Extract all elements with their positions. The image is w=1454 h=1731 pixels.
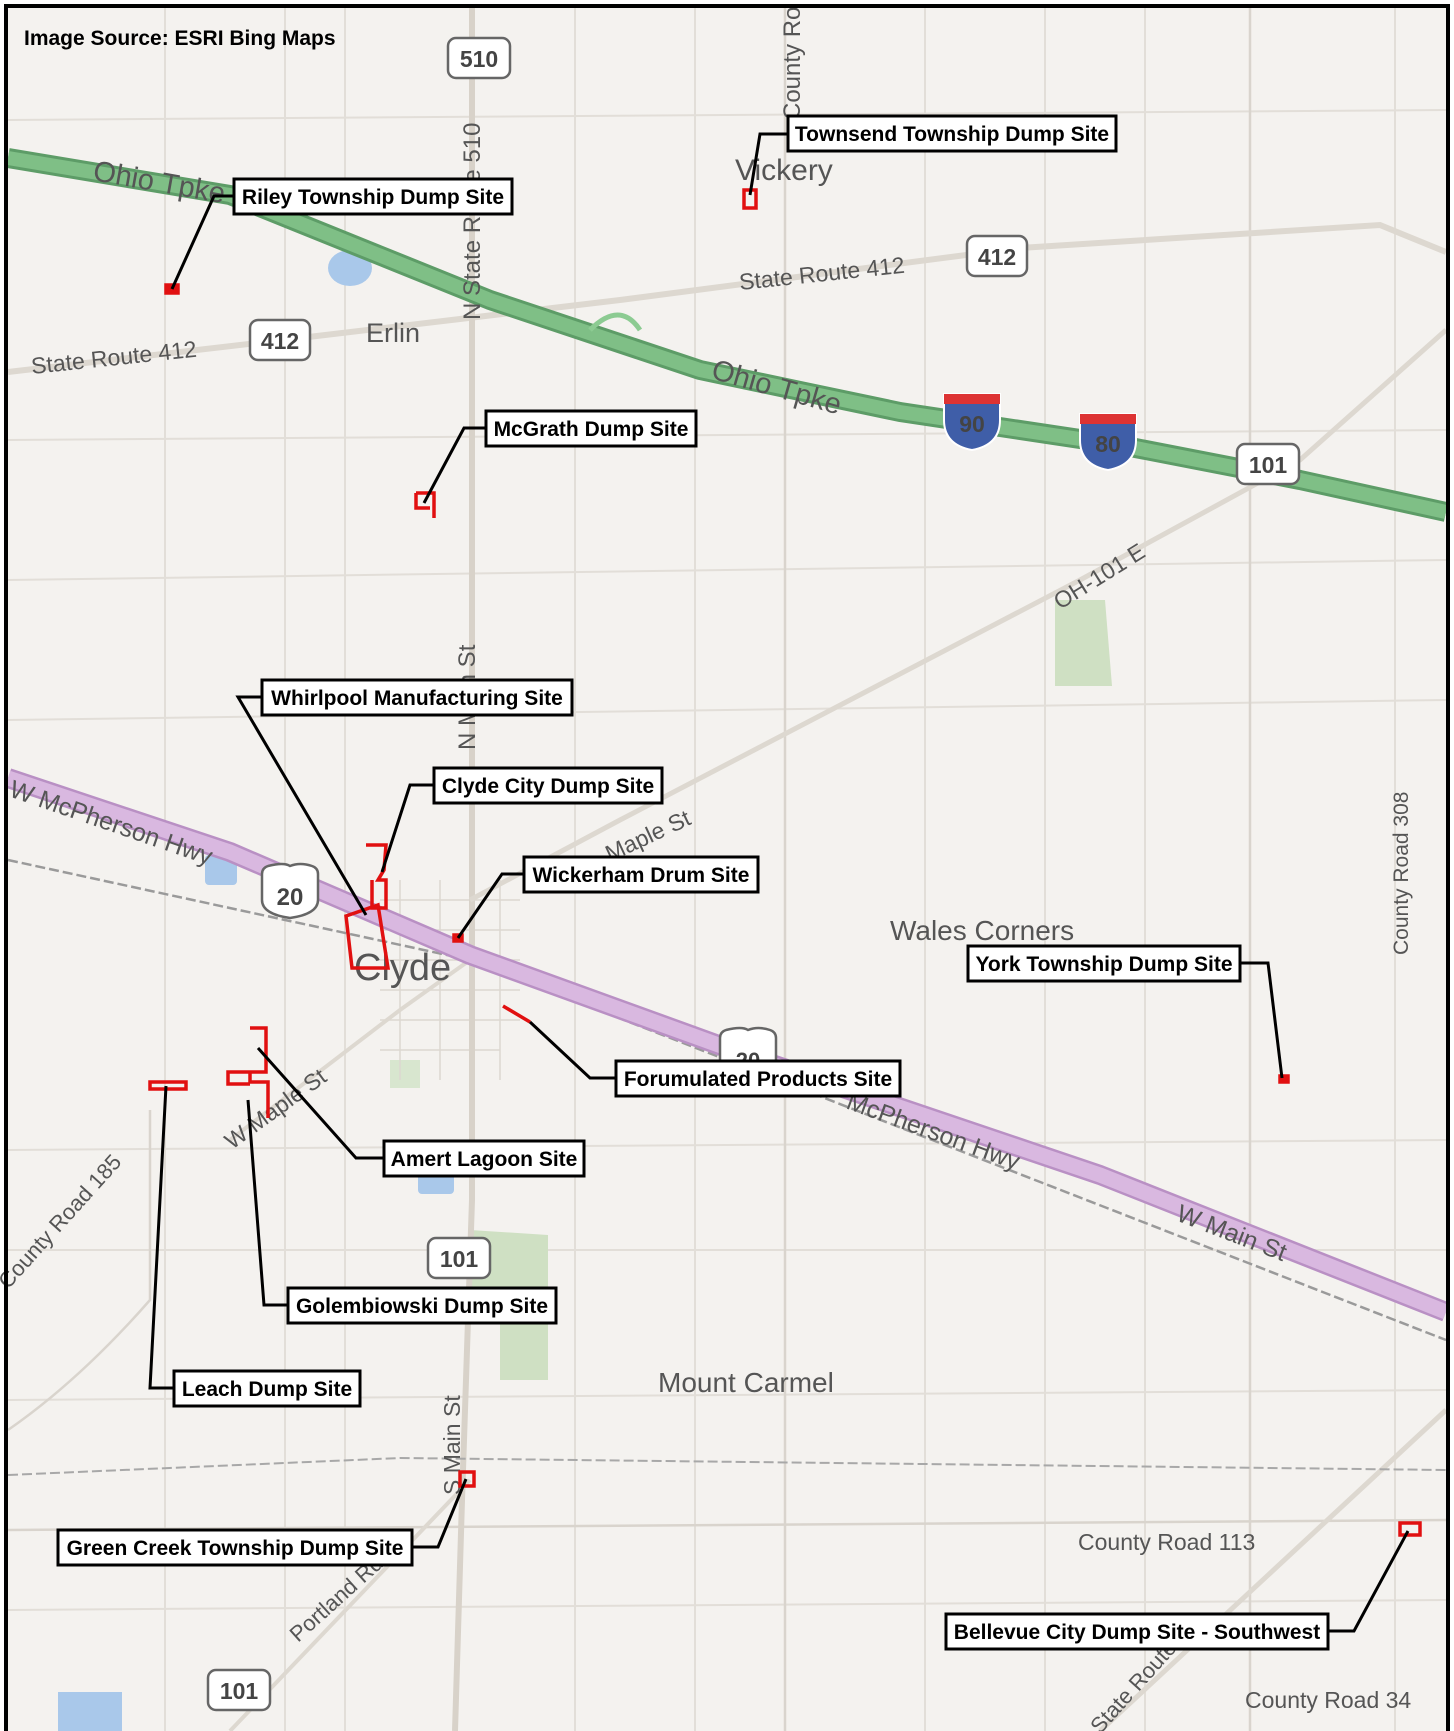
us20-highway [5, 770, 1449, 1319]
leader-green-creek [412, 1478, 468, 1549]
main-street-road [452, 8, 475, 1731]
site-label-townsend-text: Townsend Township Dump Site [795, 123, 1109, 146]
minor-road-grid [7, 8, 1447, 1731]
marker-amert-golembiowski [226, 1026, 270, 1118]
shield-sr412-east-number: 412 [978, 244, 1016, 270]
leader-forumulated [528, 1020, 616, 1080]
leader-golembiowski [246, 1099, 288, 1307]
label-n-state-route-510: N State Route 510 [459, 123, 486, 320]
railroad-main [7, 858, 1447, 1342]
site-label-wickerham: Wickerham Drum Site [522, 855, 760, 894]
w-maple-road [228, 958, 472, 1142]
leader-leach [148, 1085, 174, 1390]
leader-mcgrath [422, 426, 486, 504]
shield-sr510-number: 510 [460, 46, 498, 72]
site-label-golembiowski: Golembiowski Dump Site [286, 1286, 558, 1325]
place-vickery: Vickery [735, 154, 833, 187]
site-label-mcgrath: McGrath Dump Site [484, 409, 698, 448]
site-label-clyde-city: Clyde City Dump Site [432, 766, 664, 805]
oh101-road [468, 328, 1448, 903]
interstate-80-shield-icon: 80 [1079, 413, 1137, 472]
site-label-riley-text: Riley Township Dump Site [242, 186, 504, 209]
site-label-bellevue-text: Bellevue City Dump Site - Southwest [954, 1621, 1320, 1644]
pond-bottom [58, 1692, 122, 1731]
shield-sr412-west-number: 412 [261, 328, 299, 354]
site-label-whirlpool: Whirlpool Manufacturing Site [260, 678, 574, 717]
leader-clyde-city [380, 783, 434, 873]
shield-i90-number: 90 [959, 411, 985, 437]
site-label-york-text: York Township Dump Site [975, 953, 1232, 976]
shield-sr412-east: 412 [965, 234, 1029, 278]
marker-clyde-city [366, 843, 388, 910]
site-label-leach-text: Leach Dump Site [182, 1378, 352, 1401]
shield-us101-ne-number: 101 [1249, 452, 1288, 478]
site-label-whirlpool-text: Whirlpool Manufacturing Site [271, 687, 563, 710]
site-label-amert: Amert Lagoon Site [382, 1139, 586, 1178]
interstate-90-shield-icon: 90 [943, 393, 1001, 452]
leader-bellevue [1328, 1530, 1410, 1633]
marker-leach [148, 1080, 188, 1091]
shield-sr101-bottom: 101 [206, 1668, 272, 1712]
map-border [4, 4, 1450, 1731]
shield-us20-west-number: 20 [277, 884, 304, 911]
site-label-green-creek: Green Creek Township Dump Site [56, 1528, 414, 1567]
leader-amert [256, 1047, 384, 1160]
site-label-townsend: Townsend Township Dump Site [786, 114, 1118, 153]
turnpike-interchange [588, 312, 643, 332]
marker-mcgrath [414, 491, 436, 518]
site-label-golembiowski-text: Golembiowski Dump Site [296, 1295, 548, 1318]
leader-riley [170, 194, 234, 290]
shield-sr101-south: 101 [426, 1236, 492, 1280]
marker-forumulated [502, 1004, 531, 1024]
site-label-green-creek-text: Green Creek Township Dump Site [67, 1537, 404, 1560]
site-label-clyde-city-text: Clyde City Dump Site [442, 775, 654, 798]
sr18-road [1098, 1408, 1448, 1731]
site-label-riley: Riley Township Dump Site [232, 177, 514, 216]
railroad-south [7, 1456, 1447, 1476]
leader-york [1238, 961, 1284, 1079]
leader-whirlpool [235, 695, 368, 916]
site-label-leach: Leach Dump Site [172, 1369, 362, 1408]
site-label-york: York Township Dump Site [966, 944, 1242, 983]
marker-green-creek [458, 1470, 476, 1488]
site-label-bellevue: Bellevue City Dump Site - Southwest [944, 1612, 1330, 1651]
site-label-mcgrath-text: McGrath Dump Site [494, 418, 689, 441]
label-county-road-113: County Road 113 [1078, 1529, 1255, 1555]
marker-whirlpool [344, 902, 391, 970]
park-east [1055, 600, 1112, 686]
secondary-roads [7, 8, 1447, 1731]
site-label-forumulated-text: Forumulated Products Site [624, 1068, 892, 1091]
label-county-road-308: County Road 308 [1390, 792, 1413, 955]
shield-sr101-south-number: 101 [440, 1246, 479, 1272]
pond-north [328, 250, 372, 286]
shield-sr510: 510 [446, 36, 512, 80]
leader-townsend [748, 132, 788, 196]
leader-wickerham [456, 872, 524, 939]
site-label-wickerham-text: Wickerham Drum Site [533, 864, 750, 887]
site-label-forumulated: Forumulated Products Site [614, 1059, 902, 1098]
park-town [390, 1060, 420, 1088]
shield-us101-ne: 101 [1235, 442, 1301, 486]
site-label-amert-text: Amert Lagoon Site [391, 1148, 578, 1171]
label-county-road-north: County Ro [779, 7, 806, 120]
label-county-road-34: County Road 34 [1245, 1687, 1411, 1713]
place-erlin: Erlin [366, 318, 420, 348]
marker-bellevue [1398, 1521, 1422, 1537]
shield-sr101-bottom-number: 101 [220, 1678, 259, 1704]
pond-west [205, 855, 237, 885]
site-markers [148, 188, 1422, 1537]
place-wales-corners: Wales Corners [890, 915, 1074, 946]
us-route-20-shield-icon: 20 [260, 862, 320, 920]
shield-i80-number: 80 [1095, 431, 1121, 457]
shield-sr412-west: 412 [248, 318, 312, 362]
place-mount-carmel: Mount Carmel [658, 1367, 834, 1398]
image-source-credit: Image Source: ESRI Bing Maps [24, 27, 336, 50]
marker-york [1278, 1074, 1290, 1084]
leader-lines [148, 132, 1410, 1633]
